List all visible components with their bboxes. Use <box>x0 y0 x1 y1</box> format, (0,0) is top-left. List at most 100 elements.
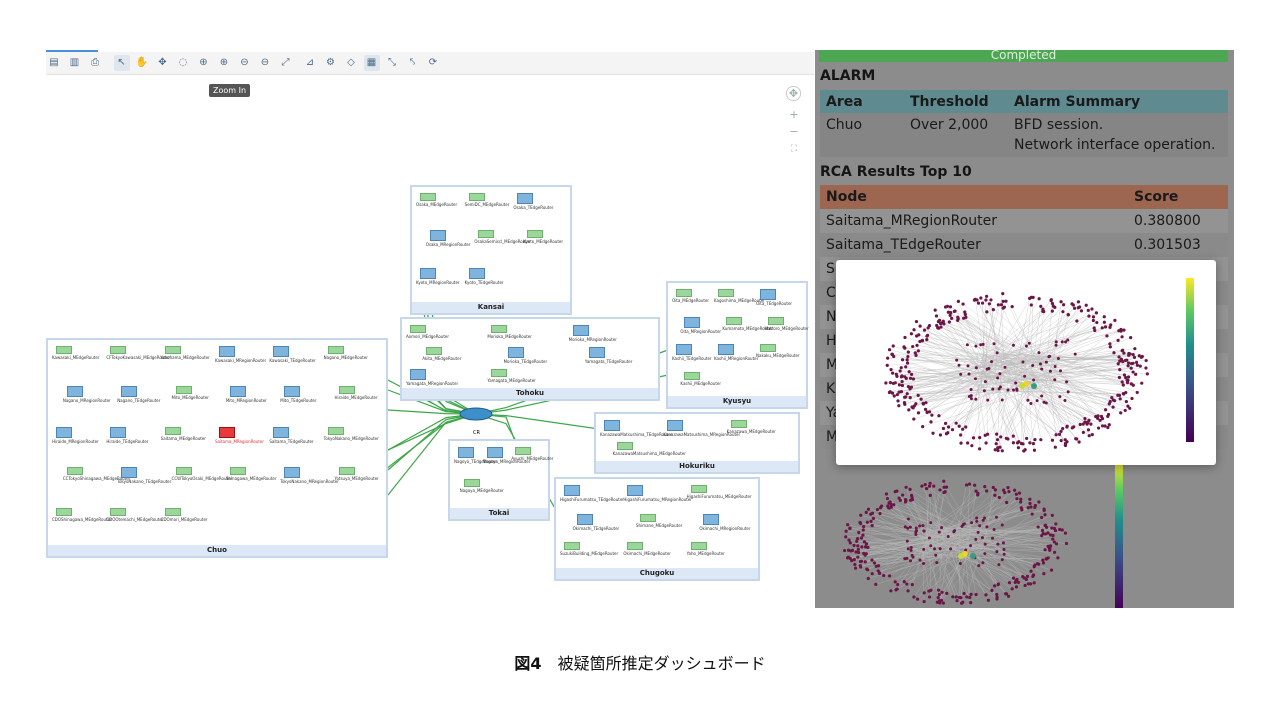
router-node[interactable] <box>175 386 192 395</box>
zoom-minus-button[interactable]: − <box>789 125 799 138</box>
router-node[interactable] <box>164 426 181 435</box>
router-node[interactable] <box>564 542 580 551</box>
router-node[interactable] <box>515 447 532 455</box>
router-node[interactable] <box>284 467 301 479</box>
toolbar-active-tab[interactable] <box>46 50 98 52</box>
router-node[interactable] <box>219 426 235 438</box>
router-node[interactable] <box>690 485 707 493</box>
router-node[interactable] <box>110 507 127 516</box>
pan-control-icon[interactable]: ✥ <box>786 86 801 101</box>
collapse-icon[interactable]: ⤣ <box>409 57 416 68</box>
router-node[interactable] <box>491 325 508 333</box>
router-node[interactable] <box>175 467 192 476</box>
layout-icon[interactable]: ⊿ <box>305 57 315 68</box>
hand-icon[interactable]: ✋ <box>135 57 149 68</box>
router-node[interactable] <box>338 386 355 395</box>
router-node[interactable] <box>572 325 589 336</box>
router-node[interactable] <box>66 386 83 398</box>
router-node[interactable] <box>458 447 474 458</box>
fit-icon[interactable]: ⤢ <box>281 57 290 68</box>
router-node[interactable] <box>718 289 734 297</box>
router-node[interactable] <box>410 325 426 333</box>
router-node[interactable] <box>229 467 246 476</box>
zoom-in-2-icon[interactable]: ⊕ <box>219 57 229 68</box>
router-node[interactable] <box>760 344 776 352</box>
router-node[interactable] <box>718 344 734 355</box>
router-node[interactable] <box>564 485 580 496</box>
zoom-plus-button[interactable]: + <box>789 108 799 121</box>
rca-graph-popup[interactable] <box>836 260 1216 465</box>
router-node[interactable] <box>56 346 72 354</box>
rca-graph-expanded[interactable] <box>836 260 1216 465</box>
completed-button[interactable]: Completed <box>819 50 1228 62</box>
router-node[interactable] <box>576 513 593 525</box>
router-node[interactable] <box>627 485 644 496</box>
router-node[interactable] <box>760 289 776 300</box>
router-node[interactable] <box>684 316 701 328</box>
router-node[interactable] <box>690 542 707 551</box>
router-node[interactable] <box>164 507 181 516</box>
router-node[interactable] <box>164 346 181 354</box>
router-node[interactable] <box>667 420 684 431</box>
zoom-out-icon[interactable]: ⊖ <box>240 57 249 68</box>
print-icon[interactable]: ⎙ <box>91 57 99 68</box>
router-node[interactable] <box>627 542 644 551</box>
zoom-region-icon[interactable]: ◌ <box>178 57 188 68</box>
copy-icon[interactable]: ▤ <box>49 57 59 68</box>
router-node[interactable] <box>486 447 503 458</box>
router-node[interactable] <box>110 426 127 438</box>
gear-icon[interactable]: ⚙ <box>326 57 335 68</box>
router-node[interactable] <box>66 467 83 476</box>
expand-icon[interactable]: ⤡ <box>388 57 396 68</box>
router-node[interactable] <box>527 230 544 239</box>
router-node[interactable] <box>604 420 620 431</box>
router-node[interactable] <box>726 316 743 325</box>
rca-graph-thumbnail[interactable] <box>815 460 1234 608</box>
router-node[interactable] <box>273 426 290 438</box>
router-node[interactable] <box>420 267 436 279</box>
router-node[interactable] <box>273 346 290 357</box>
router-node[interactable] <box>219 346 235 357</box>
router-node[interactable] <box>768 316 785 325</box>
router-node[interactable] <box>491 369 508 377</box>
router-node[interactable] <box>410 369 426 380</box>
grid-icon[interactable]: ▦ <box>363 55 380 71</box>
fullscreen-icon[interactable]: ⛶ <box>790 144 798 154</box>
router-node[interactable] <box>426 347 443 355</box>
router-node[interactable] <box>730 420 747 428</box>
router-node[interactable] <box>229 386 246 398</box>
router-node[interactable] <box>507 347 524 358</box>
router-node[interactable] <box>676 289 692 297</box>
router-node[interactable] <box>121 386 138 398</box>
router-node[interactable] <box>463 479 480 487</box>
pointer-icon[interactable]: ↖ <box>113 55 130 71</box>
router-node[interactable] <box>517 193 534 204</box>
router-node[interactable] <box>420 193 436 201</box>
router-node[interactable] <box>56 507 72 516</box>
move-icon[interactable]: ✥ <box>158 57 167 68</box>
router-node[interactable] <box>468 193 485 201</box>
paste-icon[interactable]: ▥ <box>69 57 80 68</box>
router-node[interactable] <box>616 442 633 450</box>
router-node[interactable] <box>284 386 301 398</box>
router-node[interactable] <box>56 426 72 438</box>
router-node[interactable] <box>327 426 344 435</box>
router-node[interactable] <box>468 267 485 279</box>
zoom-out-2-icon[interactable]: ⊖ <box>260 57 270 68</box>
refresh-icon[interactable]: ⟳ <box>428 57 438 68</box>
router-node[interactable] <box>703 513 720 525</box>
router-node[interactable] <box>640 513 656 522</box>
router-node[interactable] <box>429 230 446 242</box>
router-node[interactable] <box>478 230 495 239</box>
router-node[interactable] <box>110 346 127 354</box>
